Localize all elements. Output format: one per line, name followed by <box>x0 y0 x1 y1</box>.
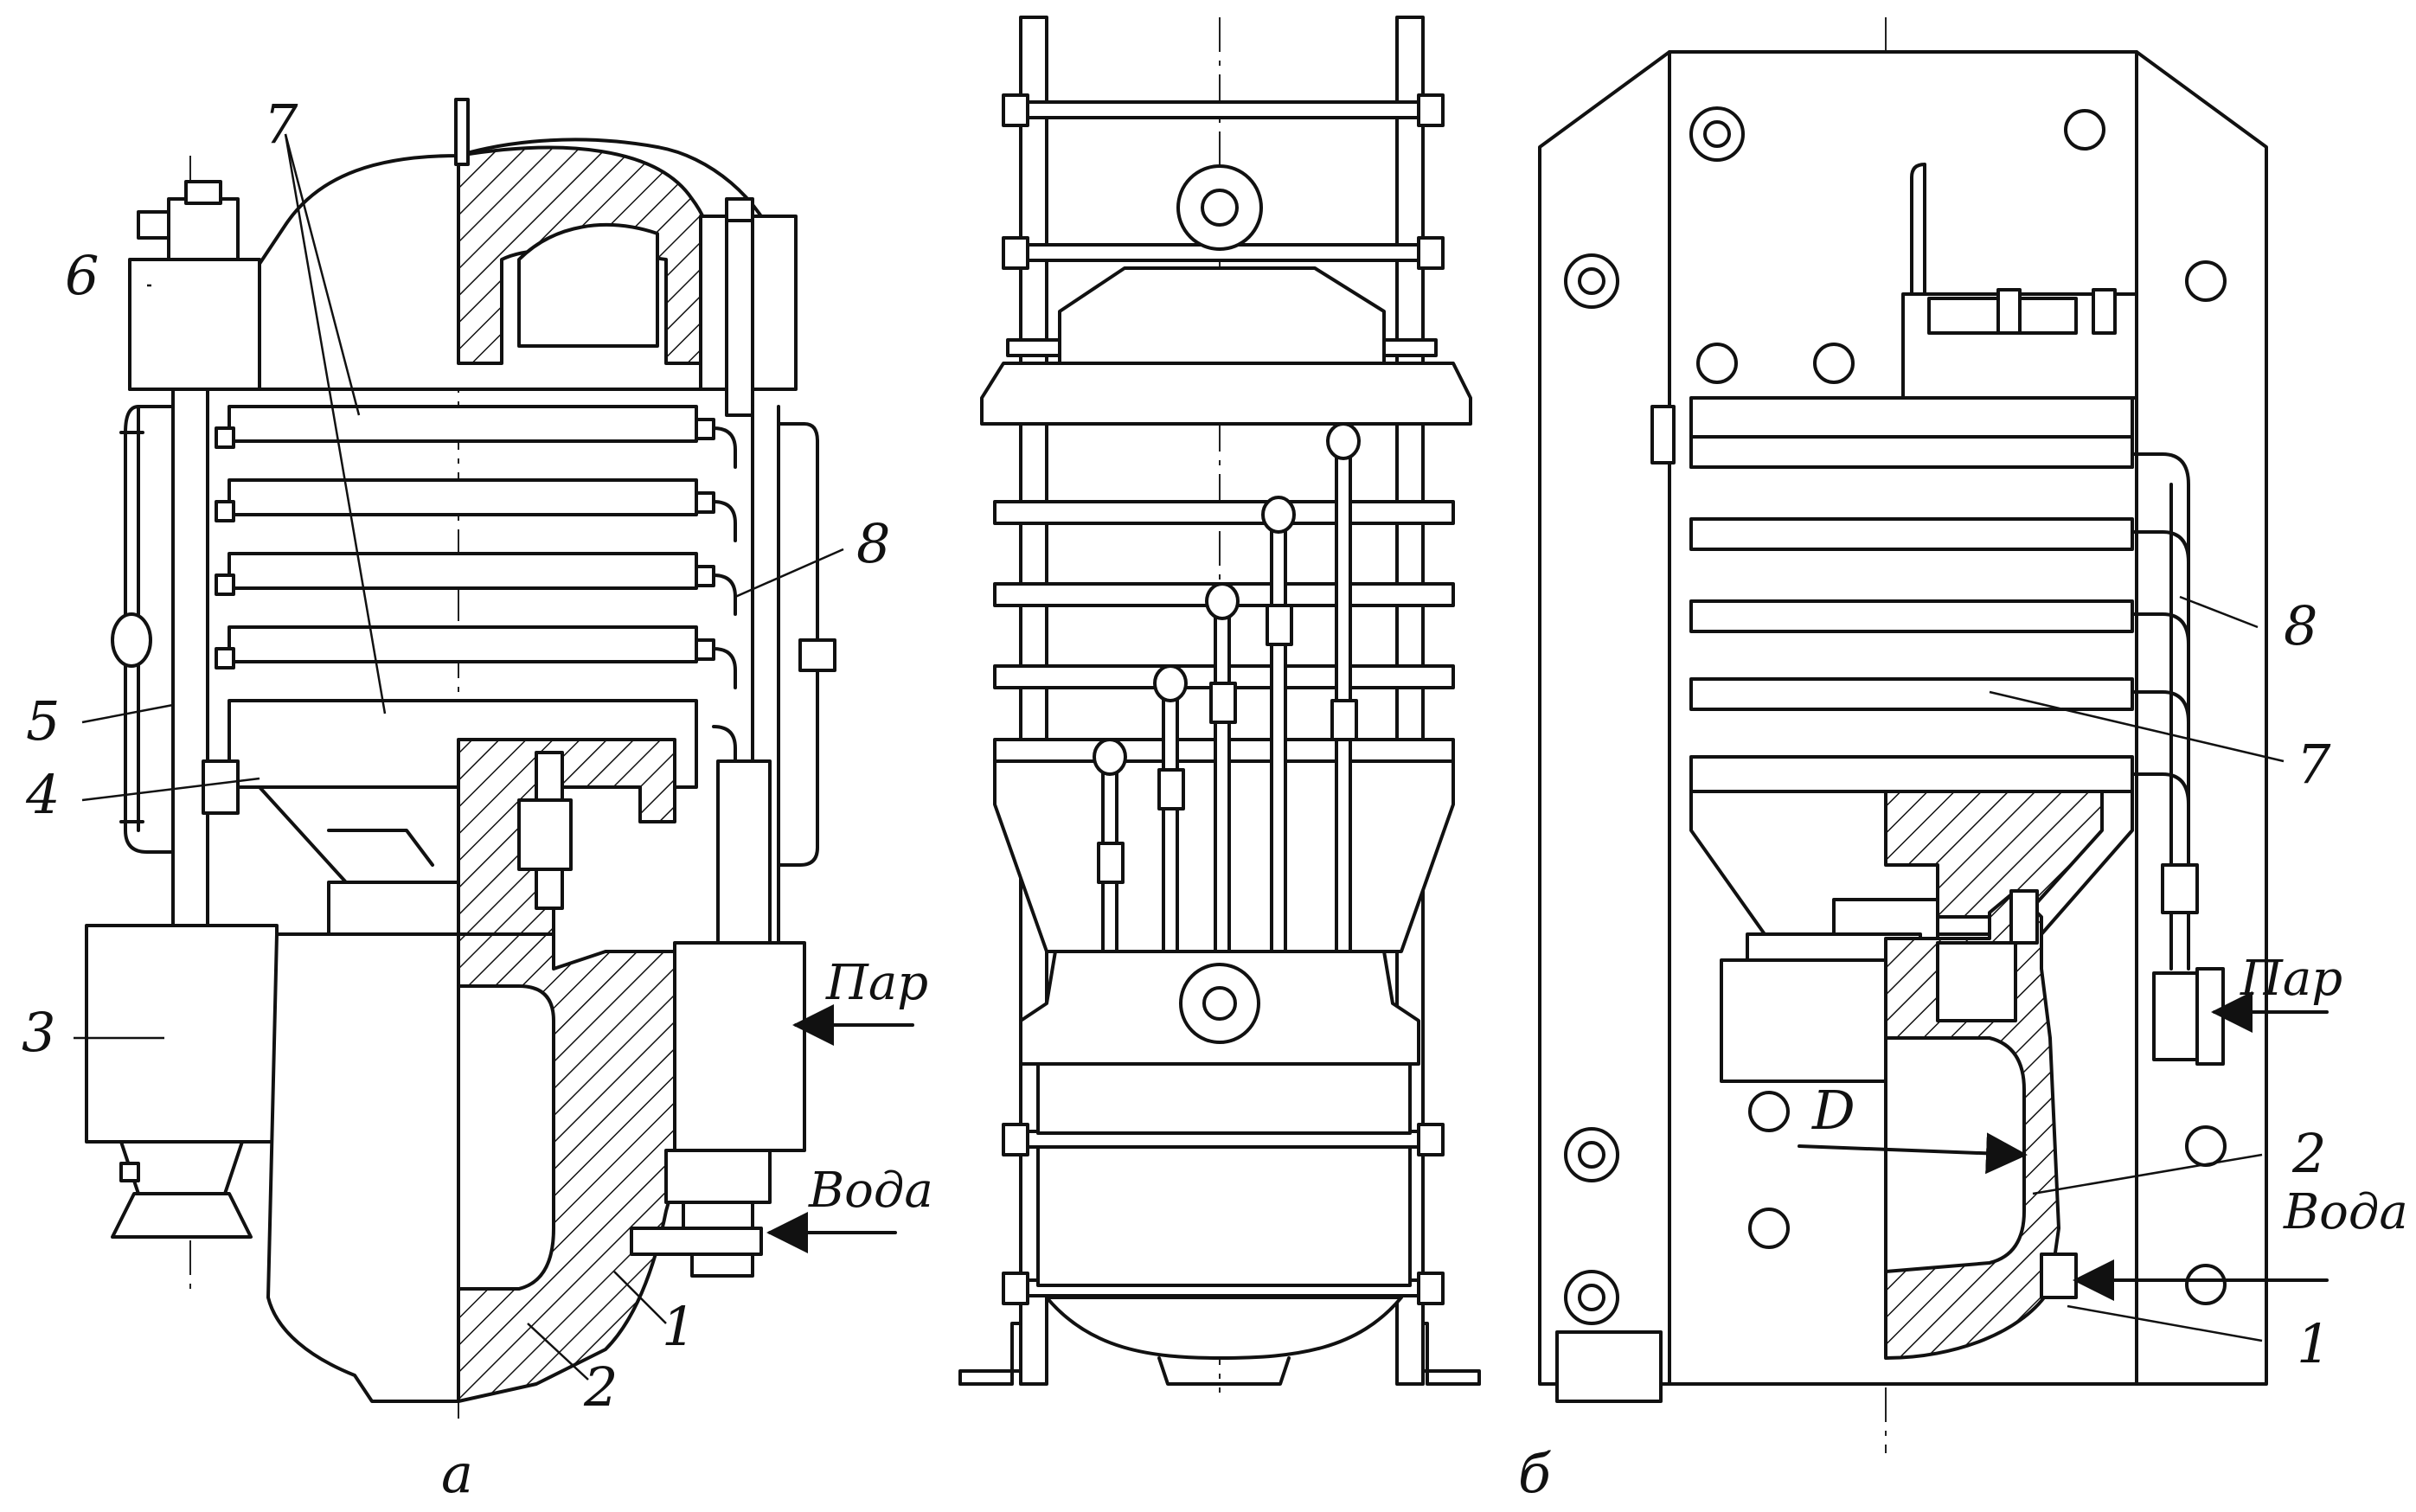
label-b-diameter: D <box>1811 1079 1855 1142</box>
label-a-water: Вода <box>808 1163 933 1219</box>
view-a-label: а <box>441 1442 473 1505</box>
label-a-3: 3 <box>22 1001 55 1064</box>
view-b-label: б <box>1518 1442 1552 1505</box>
guide-column-5 <box>171 388 209 927</box>
rods <box>1093 422 1361 953</box>
label-b-8: 8 <box>2284 594 2317 657</box>
label-a-4: 4 <box>25 763 60 826</box>
label-a-6: 6 <box>65 244 99 307</box>
label-a-2: 2 <box>583 1355 618 1419</box>
label-b-2: 2 <box>2291 1122 2326 1185</box>
label-a-steam: Пар <box>825 955 928 1011</box>
label-b-steam: Пар <box>2240 951 2342 1007</box>
label-b-7: 7 <box>2297 733 2331 796</box>
label-a-5: 5 <box>26 689 60 753</box>
plates-b <box>1650 396 2134 793</box>
label-a-8: 8 <box>856 512 890 575</box>
label-a-7: 7 <box>264 93 298 156</box>
view-a: 7 6 8 5 4 3 1 2 Пар Вода а <box>22 93 933 1505</box>
label-b-1: 1 <box>2297 1312 2330 1375</box>
view-front <box>958 16 1481 1393</box>
label-b-water: Вода <box>2283 1184 2408 1240</box>
main-cylinder <box>266 932 460 1403</box>
cylinder-3 <box>85 924 279 1144</box>
block-6 <box>128 258 261 391</box>
plates-a <box>215 405 737 763</box>
label-a-1: 1 <box>662 1295 695 1358</box>
view-b: 8 7 2 1 D Пар Вода б <box>1518 17 2408 1505</box>
